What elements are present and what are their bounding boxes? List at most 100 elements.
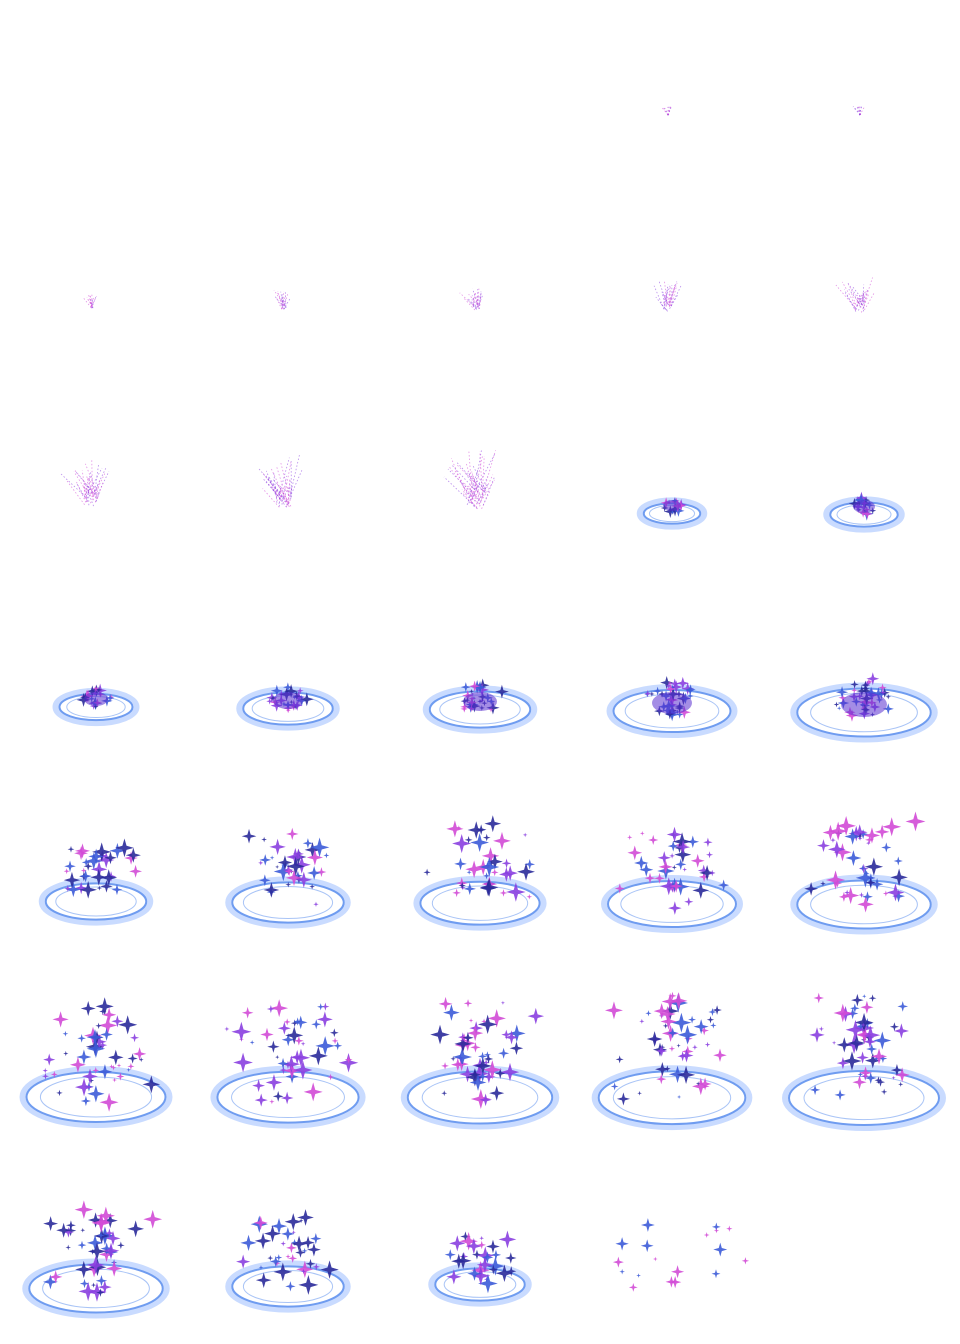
star-particle — [231, 1021, 252, 1042]
magic-circle-inner — [55, 886, 137, 917]
star-particle — [828, 840, 846, 859]
star-particle — [856, 1051, 869, 1064]
star-particle — [56, 1222, 72, 1238]
star-particle — [125, 847, 141, 863]
star-particle — [485, 1256, 505, 1276]
wisp-streak — [265, 470, 278, 498]
star-particle — [460, 885, 466, 891]
wisp-streak — [468, 451, 473, 495]
star-particle — [260, 1027, 274, 1042]
star-particle — [92, 1066, 100, 1074]
star-particle — [269, 838, 286, 856]
star-particle — [85, 852, 103, 870]
star-particle — [430, 1024, 450, 1045]
star-particle — [95, 1275, 108, 1287]
frame-drawing — [591, 991, 753, 1131]
wisp-streak — [95, 478, 101, 503]
frame-drawing — [60, 458, 110, 507]
star-particle — [65, 1244, 72, 1251]
star-particle — [677, 1025, 698, 1045]
star-particle — [468, 1018, 474, 1023]
sprite-frame — [768, 768, 960, 960]
star-particle — [640, 1239, 654, 1253]
star-particle — [671, 877, 690, 896]
wisp-streak — [663, 293, 672, 306]
star-particle — [64, 860, 76, 873]
star-particle — [856, 685, 868, 697]
wisp-streak — [85, 482, 88, 500]
wisp-streak — [845, 293, 856, 310]
magic-circle-ring — [231, 1265, 345, 1308]
star-particle — [851, 687, 858, 694]
star-particle — [315, 1036, 335, 1056]
magic-circle-inner — [242, 1269, 334, 1304]
star-particle — [860, 1000, 874, 1014]
wisp-streak — [288, 478, 291, 497]
frame-drawing — [413, 815, 547, 931]
wisp-streak — [88, 476, 99, 499]
star-particle — [307, 865, 322, 880]
star-particle — [43, 1216, 59, 1232]
sprite-frame — [192, 1152, 384, 1344]
star-particle — [62, 1030, 69, 1037]
star-particle — [860, 680, 871, 690]
star-particle — [42, 1274, 58, 1290]
star-particle — [838, 891, 849, 902]
star-particle — [269, 855, 275, 861]
star-particle — [78, 1281, 98, 1302]
star-particle — [283, 1018, 291, 1026]
star-particle — [309, 883, 315, 890]
star-particle — [285, 1281, 296, 1292]
wisp-streak — [863, 289, 868, 307]
star-particle — [526, 893, 533, 900]
star-particle — [258, 874, 271, 887]
star-particle — [52, 1011, 69, 1028]
star-particle — [524, 858, 536, 870]
star-particle — [628, 1282, 638, 1292]
star-particle — [692, 882, 710, 899]
frame-drawing — [661, 105, 672, 116]
wisp-streak — [473, 291, 476, 305]
star-particle — [660, 1013, 677, 1030]
star-particle — [619, 1268, 625, 1275]
star-particle — [258, 860, 264, 866]
star-particle — [844, 889, 851, 896]
star-particle — [809, 1027, 825, 1043]
star-particle — [842, 1051, 862, 1071]
star-particle — [88, 848, 104, 865]
star-particle — [697, 864, 710, 877]
star-particle — [266, 697, 274, 705]
star-particle — [479, 880, 497, 897]
star-particle — [501, 1029, 512, 1040]
wisp-streak — [447, 468, 482, 502]
star-particle — [470, 833, 490, 852]
star-particle — [892, 889, 905, 903]
star-particle — [87, 1085, 105, 1103]
star-particle — [654, 872, 665, 884]
star-particle — [482, 833, 491, 842]
star-particle — [85, 1260, 103, 1278]
star-particle — [813, 992, 824, 1004]
star-particle — [479, 1235, 485, 1241]
star-particle — [828, 821, 848, 841]
star-particle — [304, 842, 321, 858]
star-particle — [506, 882, 526, 902]
wisp-streak — [472, 464, 486, 490]
wisp-streak — [82, 297, 92, 309]
star-particle — [459, 1065, 476, 1083]
star-particle — [897, 1001, 909, 1012]
star-particle — [661, 992, 679, 1011]
star-particle — [860, 1025, 881, 1045]
magic-circle-glow — [601, 874, 743, 934]
wisp-streak — [655, 296, 668, 312]
star-particle — [684, 897, 694, 907]
star-particle — [483, 1051, 491, 1059]
star-particle — [69, 1056, 86, 1073]
star-particle — [885, 694, 891, 700]
star-particle — [818, 1026, 825, 1032]
star-particle — [854, 1012, 874, 1033]
star-particle — [469, 688, 474, 694]
star-particle — [116, 1063, 122, 1068]
star-particle — [822, 824, 839, 841]
